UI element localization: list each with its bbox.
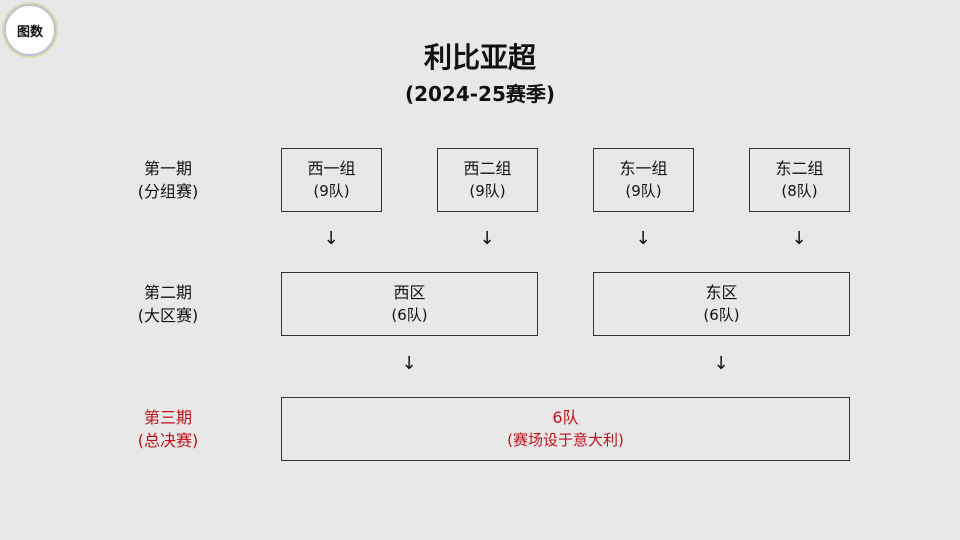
final-box: 6队 (赛场设于意大利)	[281, 397, 850, 461]
down-arrow-icon: ↓	[479, 228, 495, 249]
region-name: 西区	[393, 283, 426, 302]
region-name: 东区	[705, 283, 738, 302]
down-arrow-icon: ↓	[791, 228, 807, 249]
stage-1-label: 第一期 (分组赛)	[118, 157, 218, 203]
page-title: 利比亚超	[423, 41, 536, 74]
logo-text: 图数	[16, 24, 43, 40]
stage-sub: (总决赛)	[137, 431, 199, 450]
stage-name: 第二期	[143, 283, 192, 302]
group-teams: (9队)	[625, 182, 662, 200]
stage-2-label: 第二期 (大区赛)	[118, 281, 218, 327]
group-name: 东一组	[619, 159, 668, 178]
group-box-west-1: 西一组 (9队)	[281, 148, 382, 212]
stage-name: 第一期	[143, 159, 192, 178]
region-teams: (6队)	[391, 306, 428, 324]
logo: 图数	[4, 4, 56, 56]
group-box-west-2: 西二组 (9队)	[437, 148, 538, 212]
down-arrow-icon: ↓	[713, 353, 729, 374]
final-note: (赛场设于意大利)	[507, 431, 624, 449]
stage-sub: (大区赛)	[137, 306, 199, 325]
stage-3-label: 第三期 (总决赛)	[118, 406, 218, 452]
region-teams: (6队)	[703, 306, 740, 324]
stage-sub: (分组赛)	[137, 182, 199, 201]
region-box-west: 西区 (6队)	[281, 272, 538, 336]
group-teams: (9队)	[469, 182, 506, 200]
group-box-east-2: 东二组 (8队)	[749, 148, 850, 212]
group-name: 西二组	[463, 159, 512, 178]
group-name: 西一组	[307, 159, 356, 178]
group-name: 东二组	[775, 159, 824, 178]
page-subtitle: (2024-25赛季)	[404, 82, 556, 106]
group-teams: (9队)	[313, 182, 350, 200]
group-box-east-1: 东一组 (9队)	[593, 148, 694, 212]
group-teams: (8队)	[781, 182, 818, 200]
final-teams: 6队	[552, 408, 579, 427]
stage-name: 第三期	[143, 408, 192, 427]
down-arrow-icon: ↓	[635, 228, 651, 249]
down-arrow-icon: ↓	[401, 353, 417, 374]
down-arrow-icon: ↓	[323, 228, 339, 249]
region-box-east: 东区 (6队)	[593, 272, 850, 336]
